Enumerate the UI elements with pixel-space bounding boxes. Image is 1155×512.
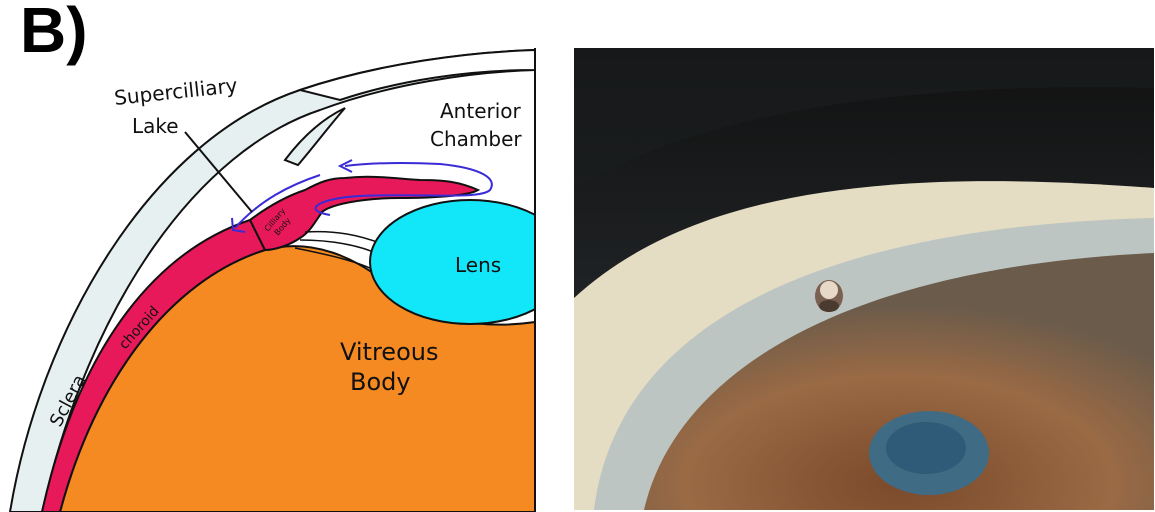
eye-anatomy-diagram: Supercilliary Lake Anterior Chamber Lens…: [0, 0, 560, 512]
cornea-wall: [300, 50, 535, 100]
slit-lamp-photo: [574, 48, 1154, 510]
label-vitreous: Vitreous: [340, 338, 438, 366]
label-chamber: Chamber: [430, 127, 522, 151]
label-body: Body: [350, 368, 411, 396]
label-lake: Lake: [132, 114, 179, 138]
label-anterior: Anterior: [440, 99, 522, 123]
implant-device: [815, 280, 843, 312]
label-lens: Lens: [455, 253, 501, 277]
label-supercilliary: Supercilliary: [113, 73, 239, 110]
